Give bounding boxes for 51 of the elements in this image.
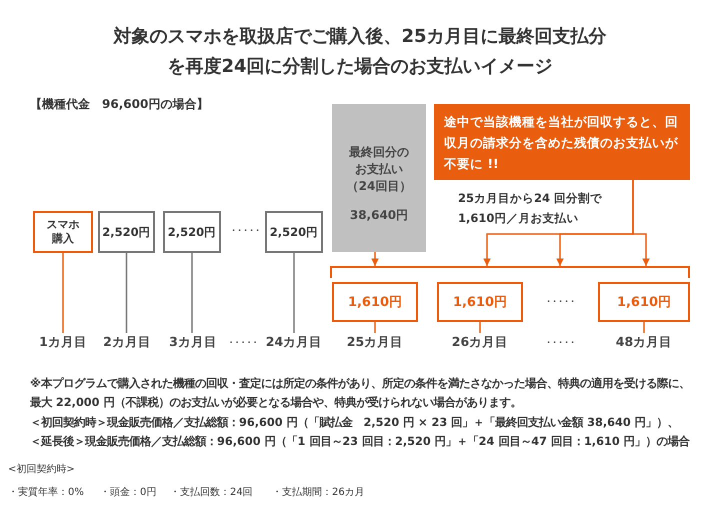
- payment-heading: 最終回分のお支払い（24回目）: [346, 144, 412, 195]
- amount-text: 2,520円: [168, 224, 216, 240]
- footnote-item: ・支払期間：26カ月: [272, 486, 366, 500]
- callout-box: [434, 104, 690, 180]
- bracket: [330, 266, 690, 278]
- connector-line: [374, 322, 376, 333]
- installment-box: [598, 282, 690, 322]
- month-label: 25カ月目: [330, 333, 420, 351]
- amount-text: 1,610円: [348, 294, 402, 311]
- connector-line: [191, 253, 193, 333]
- amount-text: 38,640円: [350, 207, 408, 224]
- ellipsis: ・・・・・: [226, 337, 258, 349]
- month-label: 1カ月目: [33, 333, 93, 351]
- final-payment-box: [332, 104, 426, 252]
- connector-line: [126, 253, 128, 333]
- ellipsis: ・・・・・: [228, 225, 260, 237]
- payment-box: [98, 211, 155, 253]
- arrow: [632, 180, 650, 266]
- month-label: 48カ月目: [596, 333, 692, 351]
- ellipsis: ・・・・・: [544, 296, 576, 308]
- amount-text: 1,610円: [616, 294, 672, 311]
- amount-text: 2,520円: [270, 224, 318, 240]
- connector-line: [62, 253, 64, 333]
- amount-text: 1,610円: [452, 294, 508, 311]
- month-label: 26カ月目: [435, 333, 525, 351]
- price-detail-text: ＜初回契約時＞現金販売価格／支払総額：96,600 円（「賦払金 2,520 円 × 23 回」＋「最終回支払い金額 38,640 円」）、: [30, 415, 680, 430]
- purchase-box: [33, 211, 93, 253]
- footnote-item: ・支払回数：24回: [170, 486, 254, 500]
- ellipsis: ・・・・・: [544, 337, 576, 349]
- title: 対象のスマホを取扱店でご購入後、25カ月目に最終回支払分を再度24回に分割した場合のお支払いイメージ: [112, 25, 608, 79]
- footnote-heading: <初回契約時>: [8, 463, 76, 477]
- callout-text: 途中で当該機種を当社が回収すると、回収月の請求分を含めた残債のお支払いが不要に !!: [444, 112, 679, 172]
- connector-line: [643, 322, 645, 333]
- month-label: 3カ月目: [160, 333, 226, 351]
- month-label: 24カ月目: [259, 333, 329, 351]
- price-detail-text: ＜延長後＞現金販売価格／支払総額：96,600 円（「1 回目～23 回目：2,520 円」＋「24 回目～47 回目：1,610 円」）の場合: [30, 434, 691, 450]
- connector-line: [293, 253, 295, 333]
- arrow: [371, 252, 379, 266]
- payment-box: [265, 211, 323, 253]
- footnote-item: ・頭金：0円: [100, 486, 158, 500]
- price-heading: 【機種代金 96,600円の場合】: [30, 96, 210, 112]
- installment-box: [437, 282, 523, 322]
- month-label: 2カ月目: [94, 333, 160, 351]
- disclaimer-text: ※本プログラムで購入された機種の回収・査定には所定の条件があり、所定の条件を満たさなかった場合、特典の適用を受ける際に、最大 22,000 円（不課税）のお支払いが必要となる場合や、特典が受けられない場合があります。: [30, 376, 691, 411]
- footnote-item: ・実質年率：0%: [8, 486, 85, 500]
- box-label: スマホ購入: [46, 218, 80, 246]
- installment-box: [332, 282, 418, 322]
- installment-note: 25カ月目から24 回分割で 1,610円／月お支払い: [458, 190, 604, 227]
- amount-text: 2,520円: [102, 224, 151, 240]
- payment-box: [163, 211, 221, 253]
- connector-line: [479, 322, 481, 333]
